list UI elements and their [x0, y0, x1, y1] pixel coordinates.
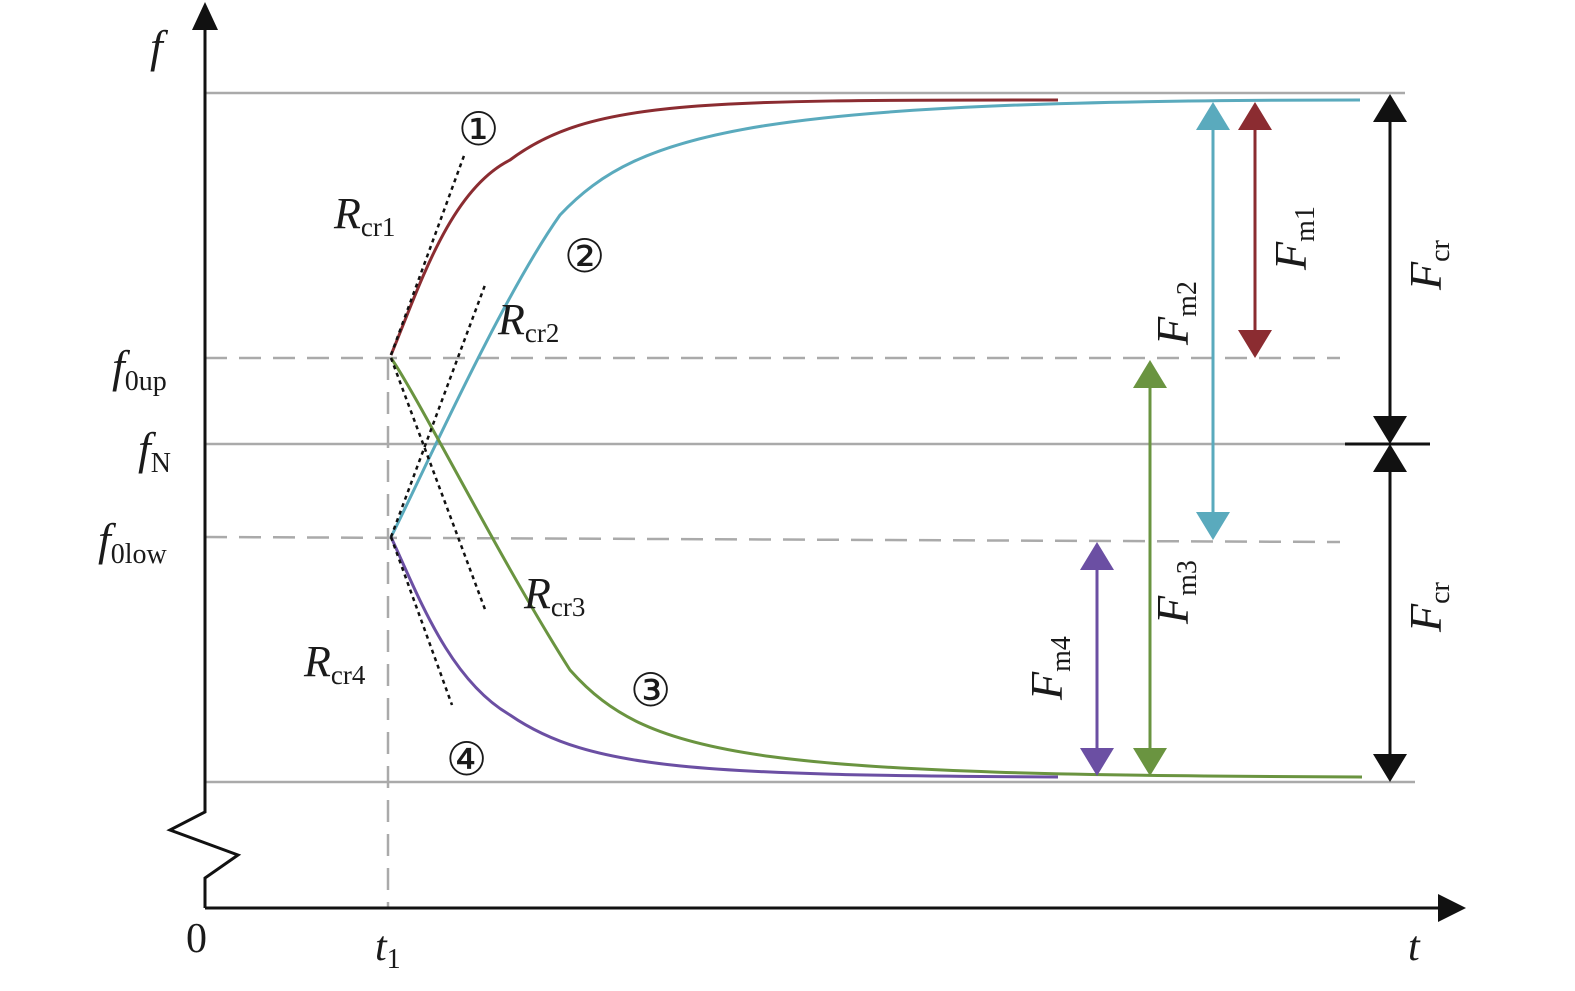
rcr4-label: Rcr4 — [303, 637, 366, 690]
fcr-lower-label: Fcr — [1400, 581, 1456, 633]
rcr1-label: Rcr1 — [333, 189, 395, 242]
fm4-label: Fm4 — [1021, 636, 1077, 701]
y-axis — [166, 28, 242, 908]
tangent-rcr1 — [389, 152, 467, 356]
fm2-label: Fm2 — [1147, 281, 1203, 346]
arrow-fm4 — [1080, 542, 1114, 776]
arrow-fm2 — [1196, 102, 1230, 540]
arrow-fm1 — [1238, 102, 1272, 358]
fN-label: fN — [138, 423, 171, 479]
curve-1 — [389, 98, 1059, 356]
tangent-rcr3 — [389, 357, 488, 613]
rcr3-label: Rcr3 — [523, 569, 585, 622]
y-axis-label: f — [150, 21, 169, 72]
arrow-fm3 — [1133, 360, 1167, 776]
origin-label: 0 — [186, 916, 207, 962]
curve-2 — [389, 98, 1361, 538]
curve-4 — [389, 536, 1059, 779]
curve-3-marker: ③ — [630, 663, 671, 717]
x-axis-label: t — [1408, 924, 1421, 970]
fm1-label: Fm1 — [1265, 206, 1321, 271]
curve-2-marker: ② — [564, 229, 605, 283]
tangent-rcr4 — [389, 536, 454, 706]
f0low-label: f0low — [98, 514, 168, 570]
curve-1-marker: ① — [458, 102, 499, 156]
curve-4-marker: ④ — [446, 732, 487, 786]
rcr2-label: Rcr2 — [497, 295, 559, 348]
f0low-guide-line — [204, 535, 1341, 544]
curve-3 — [389, 357, 1363, 779]
arrow-fcr-lower — [1373, 444, 1407, 782]
arrow-fcr-upper — [1373, 94, 1407, 444]
y-axis-arrowhead — [192, 2, 218, 30]
fcr-upper-label: Fcr — [1400, 239, 1456, 291]
f0up-label: f0up — [112, 341, 167, 397]
x-axis-arrowhead — [1438, 894, 1466, 922]
fm3-label: Fm3 — [1147, 560, 1203, 625]
t1-label: t1 — [375, 924, 401, 975]
tangent-rcr2 — [389, 284, 487, 538]
